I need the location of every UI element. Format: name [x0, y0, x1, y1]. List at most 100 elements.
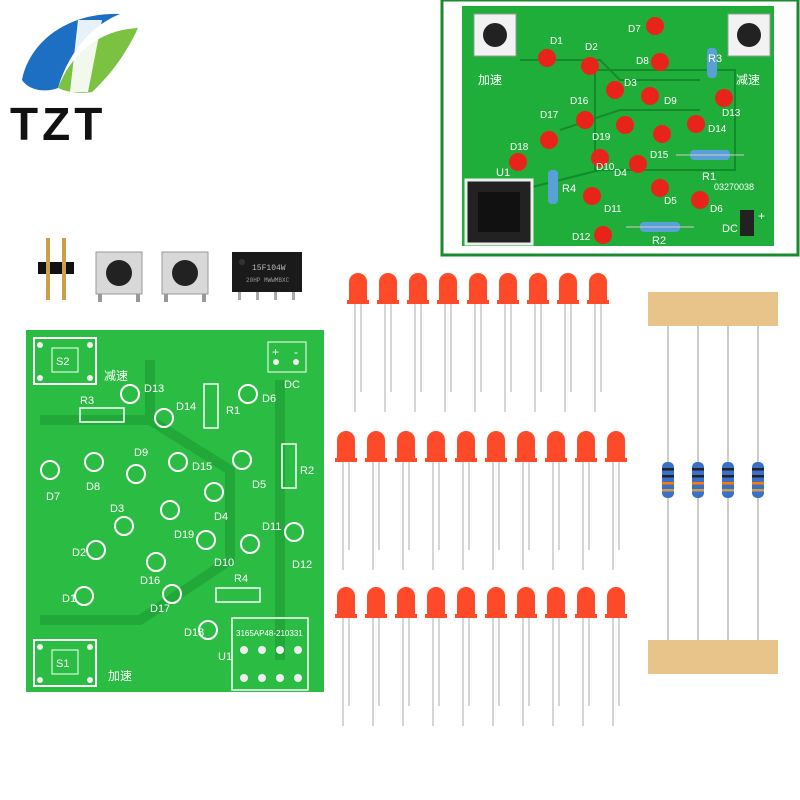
loose-led	[515, 431, 537, 570]
fp-d15	[168, 452, 188, 472]
led-d7	[646, 17, 664, 35]
fp-d9	[126, 464, 146, 484]
loose-led	[605, 587, 627, 726]
svg-text:D8: D8	[636, 56, 649, 67]
loose-led	[425, 587, 447, 726]
loose-led	[575, 431, 597, 570]
bare-ic-footprint	[231, 617, 309, 691]
loose-led	[467, 273, 489, 412]
loose-led	[455, 431, 477, 570]
led-d14	[687, 115, 705, 133]
speed-up-label: 加速	[478, 73, 502, 87]
svg-text:D9: D9	[134, 447, 148, 459]
loose-led	[395, 431, 417, 570]
svg-text:D12: D12	[292, 559, 312, 571]
fp-d2	[86, 540, 106, 560]
loose-leds	[335, 273, 627, 726]
loose-resistor	[722, 326, 734, 640]
svg-text:D17: D17	[540, 110, 559, 121]
led-d11	[583, 187, 601, 205]
bare-minus-label: -	[294, 345, 298, 359]
svg-text:D7: D7	[46, 491, 60, 503]
loose-led	[485, 431, 507, 570]
fp-d7	[40, 460, 60, 480]
brand-logo: TZT	[10, 13, 138, 150]
led-d2	[581, 57, 599, 75]
led-d17	[540, 131, 558, 149]
led-d6	[691, 191, 709, 209]
pin-header	[38, 238, 74, 300]
dip8-ic: 15F104W 20HP MWWMBXC	[232, 252, 302, 300]
loose-led	[545, 431, 567, 570]
svg-text:D11: D11	[262, 521, 281, 533]
fp-d3	[114, 516, 134, 536]
resistor-r3	[707, 48, 717, 78]
svg-text:D18: D18	[184, 627, 204, 639]
svg-text:D14: D14	[176, 401, 196, 413]
fp-d17	[162, 584, 182, 604]
power-header	[740, 210, 754, 236]
r3-label: R3	[708, 53, 722, 65]
fp-d14	[154, 408, 174, 428]
slow-down-label: 减速	[736, 73, 760, 87]
bare-silk-code: 3165AP48-210331	[236, 629, 303, 638]
svg-text:D19: D19	[592, 132, 611, 143]
loose-led	[605, 431, 627, 570]
board-code: 03270038	[714, 182, 754, 192]
dc-label: DC	[722, 223, 738, 235]
loose-led	[395, 587, 417, 726]
fp-d11	[240, 534, 260, 554]
svg-text:D12: D12	[572, 232, 591, 243]
r2-label: R2	[652, 235, 666, 247]
led-d10	[591, 149, 609, 167]
bare-r3-label: R3	[80, 395, 94, 407]
bare-led-labels: D13 D14 D6 D7 D8 D9 D15 D5 D3 D19 D4 D11…	[46, 383, 312, 639]
loose-led	[455, 587, 477, 726]
svg-text:D17: D17	[150, 603, 170, 615]
svg-text:D11: D11	[604, 204, 622, 215]
svg-text:D18: D18	[510, 142, 529, 153]
resistor-strip	[648, 292, 778, 674]
svg-text:D2: D2	[72, 547, 86, 559]
bare-slow-down-label: 减速	[104, 369, 128, 383]
resistor-r1	[676, 150, 744, 160]
loose-led	[425, 431, 447, 570]
tact-switch-1	[95, 251, 143, 302]
svg-text:D4: D4	[614, 168, 627, 179]
loose-led	[527, 273, 549, 412]
fp-d10	[196, 530, 216, 550]
svg-text:D13: D13	[144, 383, 164, 395]
loose-led	[485, 587, 507, 726]
bare-pcb: S2 S1 加速 减速 R3 R1 R2 R4	[26, 330, 324, 692]
svg-text:D9: D9	[664, 96, 677, 107]
assembled-led-labels: D1 D2 D7 D8 D3 D9 D13 D16 D19 D14 D17 D1…	[510, 24, 741, 243]
loose-led	[377, 273, 399, 412]
fp-d5	[232, 450, 252, 470]
logo-blue-swoosh	[22, 13, 120, 91]
fp-d8	[84, 452, 104, 472]
fp-d12	[284, 522, 304, 542]
loose-led	[365, 431, 387, 570]
assembled-pcb-panel: 加速 减速 U1 R1 R2 R3 R4	[440, 0, 800, 257]
svg-text:D16: D16	[570, 96, 589, 107]
switch-s2-outline	[33, 337, 97, 385]
assembled-leds	[509, 17, 733, 244]
loose-led	[557, 273, 579, 412]
bare-power-pads	[267, 341, 307, 373]
bare-plus-label: +	[272, 345, 279, 359]
svg-text:D6: D6	[710, 204, 723, 215]
svg-text:D19: D19	[174, 529, 194, 541]
s2-label: S2	[56, 356, 69, 368]
svg-text:D16: D16	[140, 575, 160, 587]
fp-d1	[74, 586, 94, 606]
svg-text:D7: D7	[628, 24, 641, 35]
bare-r4-label: R4	[234, 573, 248, 585]
loose-resistor	[662, 326, 674, 640]
svg-text:D14: D14	[708, 124, 727, 135]
bare-dc-label: DC	[284, 379, 300, 391]
loose-led	[347, 273, 369, 412]
led-d1	[538, 49, 556, 67]
svg-text:D6: D6	[262, 393, 276, 405]
loose-resistor	[752, 326, 764, 640]
